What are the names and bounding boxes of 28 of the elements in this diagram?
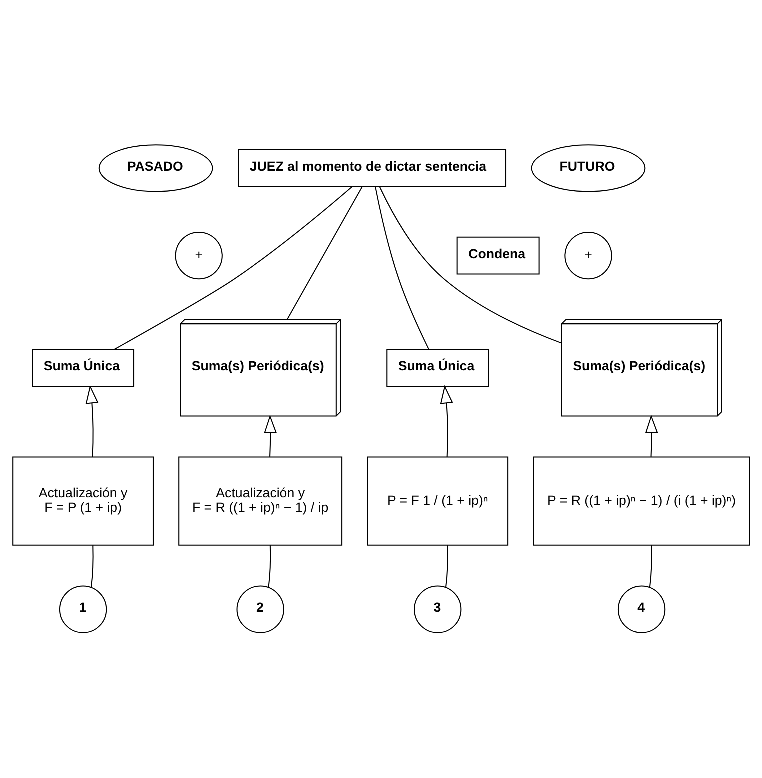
connector (374, 187, 429, 350)
node-circle: 4 (617, 586, 666, 634)
connector (379, 187, 562, 344)
node-box: JUEZ al momento de dictar sentencia (238, 149, 506, 188)
connector (268, 546, 271, 588)
arrow (264, 414, 277, 457)
arrow (644, 414, 658, 457)
arrow (440, 385, 453, 458)
node-box: Actualización y F = P (1 + ip) (12, 456, 154, 546)
arrow (85, 385, 98, 458)
node-circle: 3 (414, 586, 462, 634)
connector (90, 546, 94, 588)
node-box: P = F 1 / (1 + ip)ⁿ (366, 456, 508, 546)
node-box: P = R ((1 + ip)ⁿ − 1) / (i (1 + ip)ⁿ) (532, 456, 750, 546)
node-box: Actualización y F = R ((1 + ip)ⁿ − 1) / ip (178, 456, 342, 546)
node-ellipse: PASADO (98, 144, 213, 192)
connector (114, 186, 352, 350)
node-box: Condena (456, 236, 540, 275)
node-circle: 1 (58, 586, 107, 634)
node-box: Suma Única (386, 349, 489, 388)
node-circle: + (564, 232, 612, 280)
node-circle: 2 (236, 586, 284, 634)
node-circle: + (174, 232, 222, 280)
connector (444, 546, 448, 588)
connector (286, 186, 362, 320)
connector (648, 546, 652, 588)
node-box: Suma Única (32, 349, 134, 388)
node-ellipse: FUTURO (530, 144, 646, 192)
